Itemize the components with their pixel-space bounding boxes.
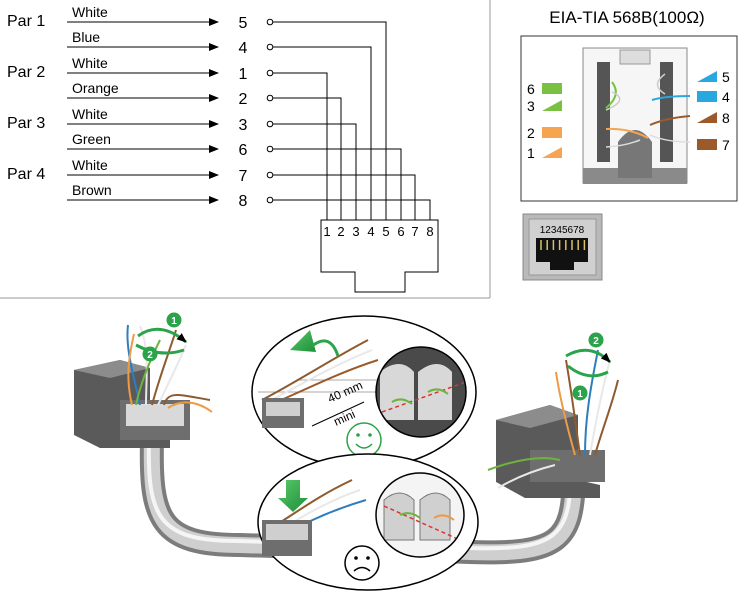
incorrect-detail-lens [257, 453, 479, 591]
sad-face-icon [344, 545, 380, 581]
connector-pin-label: 6 [397, 224, 404, 239]
terminal-dot [266, 43, 274, 51]
pin-route [273, 199, 431, 222]
standard-left-label: 2 [527, 125, 535, 141]
standard-left-label: 1 [527, 145, 535, 161]
standard-right-label: 7 [722, 137, 730, 153]
color-swatch [697, 91, 717, 102]
terminal-dot [266, 171, 274, 179]
wire-row: Blue 4 [67, 29, 274, 57]
wire-row: White 5 [67, 4, 274, 32]
pin-number: 6 [239, 142, 248, 159]
step-badge: 1 [166, 312, 182, 328]
wire-row: White 3 [67, 106, 274, 134]
step-badge: 1 [572, 385, 588, 401]
connector-pin-label: 3 [352, 224, 359, 239]
color-swatch-striped [542, 100, 562, 111]
color-swatch-striped [542, 147, 562, 158]
pin-route [273, 46, 372, 222]
step-badge: 2 [142, 346, 158, 362]
wire-row: White 7 [67, 157, 274, 185]
terminal-dot [266, 18, 274, 26]
svg-text:1: 1 [171, 316, 177, 327]
svg-text:1: 1 [577, 389, 583, 400]
step-badge: 2 [588, 332, 604, 348]
left-keystone [74, 324, 213, 448]
wire-row: Orange 2 [67, 80, 274, 108]
pin-route [273, 21, 387, 222]
connector-pin-label: 7 [411, 224, 418, 239]
connector-pin-label: 8 [426, 224, 433, 239]
standard-left-label: 3 [527, 98, 535, 114]
rj45-connector-outline [320, 219, 439, 293]
terminal-dot [266, 69, 274, 77]
pin-route [273, 123, 357, 222]
wire-color-label: Orange [72, 80, 119, 96]
color-swatch [542, 83, 562, 94]
connector-pin-label: 2 [337, 224, 344, 239]
color-swatch [697, 139, 717, 150]
pin-number: 4 [239, 40, 248, 57]
pin-number: 2 [239, 91, 248, 108]
color-swatch-striped [697, 112, 717, 123]
pin-number: 7 [239, 168, 248, 185]
connector-pin-label: 4 [367, 224, 374, 239]
svg-text:2: 2 [147, 350, 153, 361]
terminal-dot [266, 196, 274, 204]
wire-color-label: White [72, 106, 108, 122]
standard-title: EIA-TIA 568B(100Ω) [549, 8, 704, 27]
pin-number: 3 [239, 117, 248, 134]
rj45-jack-icon: 12345678 [522, 213, 603, 281]
standard-right-label: 5 [722, 69, 730, 85]
standard-right-label: 8 [722, 110, 730, 126]
svg-text:2: 2 [593, 336, 599, 347]
pin-route [273, 174, 416, 222]
correct-detail-lens: 40 mm mini [251, 315, 477, 469]
wire-color-label: White [72, 4, 108, 20]
terminal-dot [266, 145, 274, 153]
terminal-dot [266, 94, 274, 102]
standard-left-label: 6 [527, 81, 535, 97]
pin-route [273, 97, 342, 222]
color-swatch-striped [697, 71, 717, 82]
connector-pin-label: 1 [323, 224, 330, 239]
standard-panel: EIA-TIA 568B(100Ω) 63 2 1 5 4 8 7 12345678 [520, 8, 738, 281]
wire-color-label: Blue [72, 29, 100, 45]
pair-label: Par 2 [7, 64, 45, 81]
pin-route [273, 148, 402, 222]
terminal-dot [266, 120, 274, 128]
color-swatch [542, 127, 562, 138]
jack-pin-labels: 12345678 [540, 225, 585, 236]
pin-number: 5 [239, 15, 248, 32]
wire-color-label: White [72, 55, 108, 71]
pair-label: Par 3 [7, 115, 45, 132]
pin-number: 8 [239, 193, 248, 210]
wire-color-label: Brown [72, 182, 112, 198]
pair-label: Par 4 [7, 166, 45, 183]
wire-row: White 1 [67, 55, 274, 83]
right-keystone [487, 348, 619, 498]
keystone-schematic [582, 47, 691, 184]
happy-face-icon [346, 422, 382, 458]
wire-row: Green 6 [67, 131, 274, 159]
pair-label: Par 1 [7, 13, 45, 30]
wire-color-label: White [72, 157, 108, 173]
pin-route [273, 72, 328, 222]
connector-pin-label: 5 [382, 224, 389, 239]
wire-color-label: Green [72, 131, 111, 147]
standard-right-label: 4 [722, 89, 730, 105]
pin-number: 1 [239, 66, 248, 83]
wire-row: Brown 8 [67, 182, 274, 210]
panel-borders [0, 0, 491, 299]
